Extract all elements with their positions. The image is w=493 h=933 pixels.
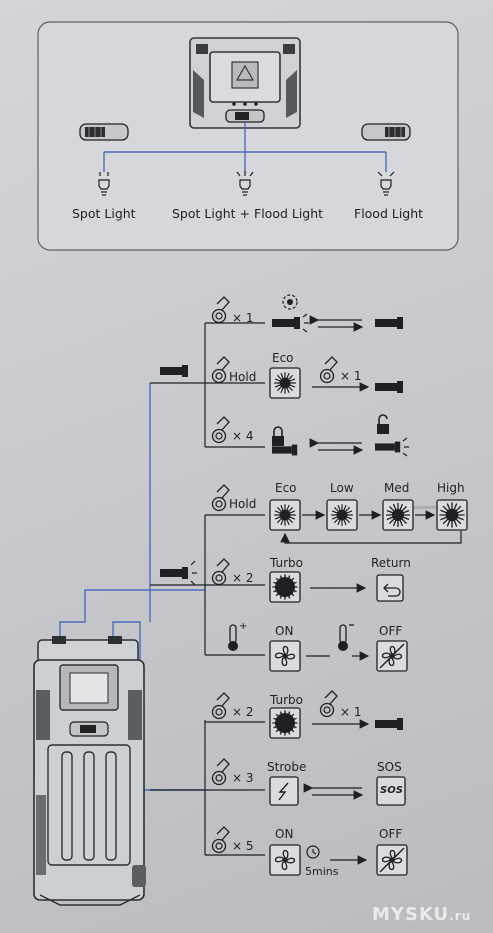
tap-count-label: × 5 (232, 839, 254, 853)
flood-level-low (326, 499, 358, 531)
eco-label: Eco (272, 351, 294, 365)
locked-light-icon (272, 444, 298, 456)
turbo-box-off-group (269, 707, 301, 739)
spot-light-label: Spot Light (72, 206, 136, 221)
tap-count-label: × 2 (232, 571, 254, 585)
light-off-icon (375, 718, 403, 730)
sos-label: SOS (377, 760, 402, 774)
sos-box (376, 776, 406, 806)
watermark-brand: MYSKU (372, 904, 450, 925)
thermometer-up-icon: + (228, 621, 247, 651)
flashlight-device-front (33, 636, 146, 906)
tap-count-label: × 1 (340, 705, 362, 719)
spotlight-on-icon (272, 313, 309, 333)
tap-count-label: × 1 (232, 311, 254, 325)
tap-count-label: × 3 (232, 771, 254, 785)
level-cycle-arrows (280, 510, 462, 544)
spotlight-off-icon (375, 317, 403, 329)
flood-light-icon (377, 171, 395, 196)
spot-flood-label: Spot Light + Flood Light (172, 206, 324, 221)
level-label-low: Low (330, 481, 354, 495)
device-top-view (189, 37, 301, 129)
tap-icon (211, 692, 230, 720)
mode-selector-panel (37, 21, 459, 251)
flood-level-high (436, 499, 468, 531)
fan-off-label: OFF (379, 827, 403, 841)
return-label: Return (371, 556, 411, 570)
tap-icon (211, 826, 230, 854)
fan-timer-off-box (376, 844, 408, 876)
turbo-label: Turbo (270, 556, 304, 570)
fan-off-box (376, 640, 408, 672)
sos-badge-text: SOS (380, 785, 403, 796)
svg-text:+: + (239, 621, 247, 632)
tap-icon (319, 690, 338, 718)
lock-icon (272, 426, 284, 446)
watermark: MYSKU.ru (372, 904, 471, 925)
hold-label: Hold (229, 370, 257, 384)
tap-icon (211, 356, 230, 384)
tap-icon (211, 484, 230, 512)
fan-on-box (269, 640, 301, 672)
tap-icon (319, 356, 338, 384)
unlock-icon (377, 414, 389, 434)
tap-icon (211, 416, 230, 444)
spot-flood-icon (236, 171, 254, 196)
clock-icon (306, 845, 320, 859)
tap-count-label: × 2 (232, 705, 254, 719)
return-icon (376, 574, 404, 602)
switch-flood-position (361, 123, 411, 141)
tap-icon (211, 558, 230, 586)
turbo-box (269, 571, 301, 603)
level-label-eco: Eco (275, 481, 297, 495)
fan-on-label: ON (275, 624, 294, 638)
toggle-arrows (303, 783, 364, 800)
brightness-cycle-icon (282, 294, 298, 310)
flood-level-eco (269, 499, 301, 531)
fan-on-label: ON (275, 827, 294, 841)
level-label-high: High (437, 481, 465, 495)
selector-connector (103, 122, 387, 172)
tap-count-label: × 4 (232, 429, 254, 443)
flood-level-med (382, 499, 414, 531)
tree-lines (150, 322, 265, 856)
hold-label: Hold (229, 497, 257, 511)
spot-light-icon (98, 172, 110, 196)
strobe-box (269, 776, 299, 806)
spotlight-branch-icon (160, 365, 188, 377)
level-label-med: Med (384, 481, 410, 495)
strobe-label: Strobe (267, 760, 307, 774)
toggle-arrows (309, 315, 364, 332)
eco-sun-icon (273, 371, 297, 395)
fan-timer-on-box (269, 844, 301, 876)
watermark-suffix: .ru (449, 909, 472, 923)
floodlight-branch-icon (160, 560, 197, 586)
tap-icon (211, 758, 230, 786)
flood-light-label: Flood Light (354, 206, 424, 221)
tap-count-label: × 1 (340, 369, 362, 383)
unlocked-light-icon (375, 437, 409, 457)
spotlight-off-icon (375, 381, 403, 393)
switch-spot-position (79, 123, 129, 141)
fan-off-label: OFF (379, 624, 403, 638)
turbo-label: Turbo (270, 693, 304, 707)
timer-label: 5mins (305, 865, 339, 878)
tap-icon (211, 296, 230, 324)
thermometer-down-icon (338, 624, 354, 651)
toggle-arrows (309, 438, 364, 455)
